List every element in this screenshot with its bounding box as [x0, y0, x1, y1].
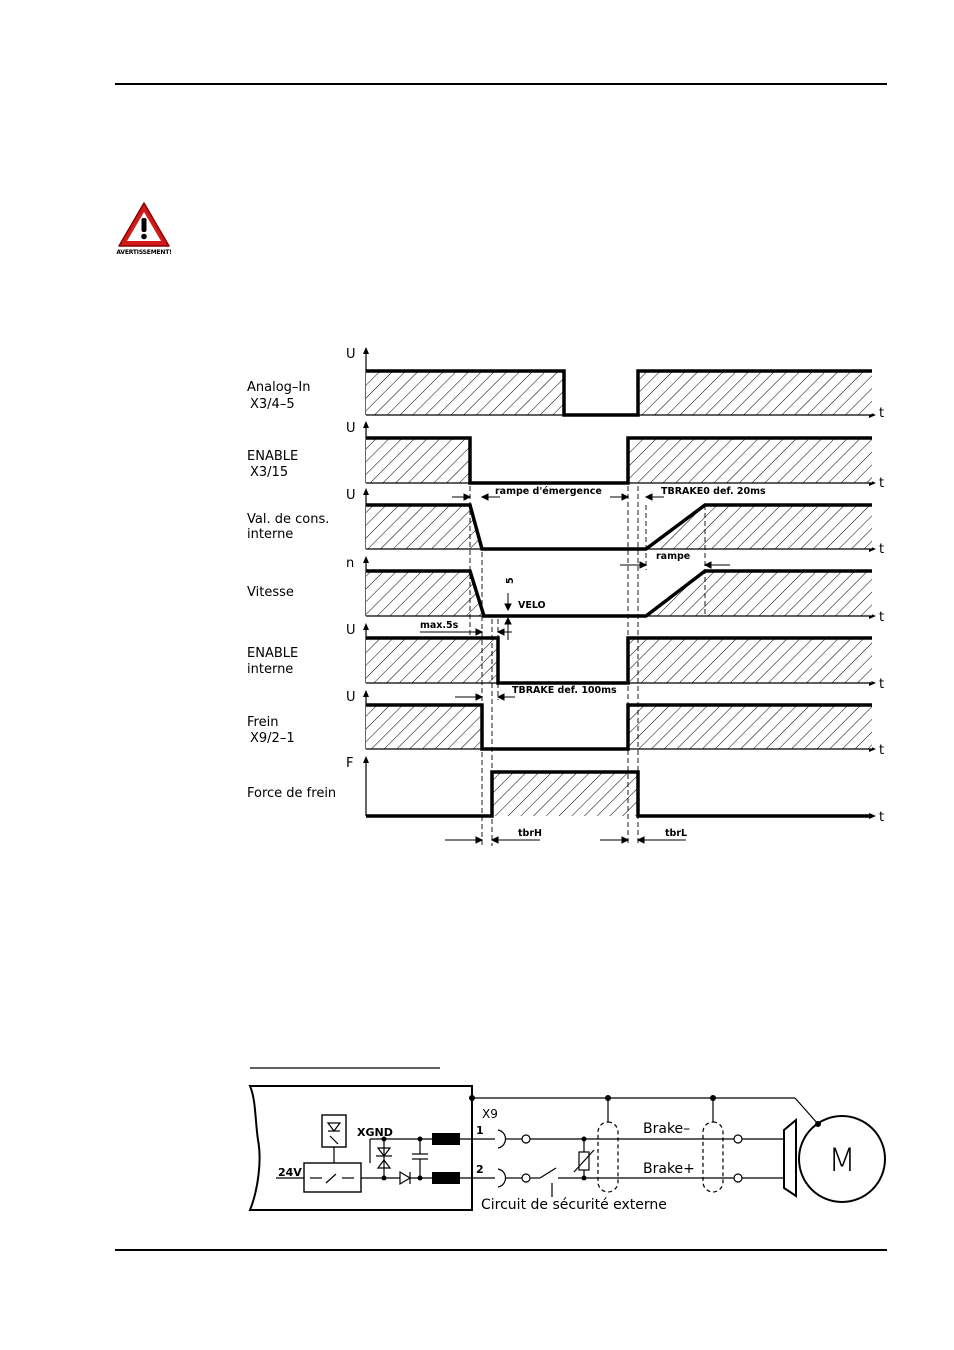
axis-letter: U: [346, 690, 356, 705]
signal-label-enable-internal: ENABLE: [247, 646, 298, 661]
warning-label: AVERTISSEMENT!: [116, 249, 172, 256]
annotation-five: 5: [505, 577, 516, 584]
signal-label-brake: Frein: [247, 715, 278, 730]
signal-label-analog-in-pin: X3/4–5: [250, 397, 295, 412]
footer-rule: [115, 1249, 887, 1251]
pin-1-label: 1: [476, 1124, 484, 1137]
signal-label-enable-pin: X3/15: [250, 465, 288, 480]
time-label: t: [879, 677, 884, 692]
axis-letter: n: [346, 556, 354, 571]
annotation-tbrake0: TBRAKE0 def. 20ms: [661, 486, 766, 497]
signal-label-setpoint-sub: interne: [247, 527, 293, 542]
xgnd-label: XGND: [357, 1126, 393, 1139]
ferrite-filter: [432, 1172, 460, 1184]
signal-label-speed: Vitesse: [247, 585, 294, 600]
signal-label-brake-pin: X9/2–1: [250, 731, 295, 746]
timing-diagram: Analog–In X3/4–5 ENABLE X3/15 Val. de co…: [247, 347, 884, 846]
annotation-tbrh: tbrH: [518, 828, 542, 839]
axis-letter: U: [346, 623, 356, 638]
time-label: t: [879, 743, 884, 758]
annotation-max5s: max.5s: [420, 620, 459, 631]
axis-letter: U: [346, 347, 356, 362]
motor-label: M: [828, 1141, 856, 1179]
connector-x9-label: X9: [482, 1107, 498, 1121]
axis-letter: U: [346, 488, 356, 503]
brake-circuit-diagram: XGND 24V X9 1 2 Brake– Brake+ M Circuit …: [248, 1067, 886, 1213]
header-rule: [115, 83, 887, 85]
annotation-ramp: rampe: [656, 551, 690, 562]
annotation-tbrake: TBRAKE def. 100ms: [512, 685, 617, 696]
time-label: t: [879, 542, 884, 557]
time-label: t: [879, 476, 884, 491]
annotation-velo: VELO: [518, 600, 546, 611]
time-label: t: [879, 810, 884, 825]
brake-plus-label: Brake+: [643, 1161, 695, 1177]
warning-icon: [116, 200, 172, 260]
time-label: t: [879, 610, 884, 625]
signal-label-analog-in: Analog–In: [247, 380, 311, 395]
signal-label-enable-internal-sub: interne: [247, 662, 293, 677]
ferrite-filter: [432, 1133, 460, 1145]
pin-2-label: 2: [476, 1163, 484, 1176]
signal-label-setpoint: Val. de cons.: [247, 512, 329, 527]
signal-label-brake-force: Force de frein: [247, 786, 336, 801]
annotation-tbrl: tbrL: [665, 828, 687, 839]
signal-label-enable: ENABLE: [247, 449, 298, 464]
brake-minus-label: Brake–: [643, 1121, 690, 1137]
time-label: t: [879, 406, 884, 421]
axis-letter: U: [346, 421, 356, 436]
external-safety-circuit-label: Circuit de sécurité externe: [481, 1197, 667, 1213]
24v-label: 24V: [278, 1166, 302, 1179]
annotation-emergency-ramp: rampe d'émergence: [495, 486, 602, 497]
axis-letter: F: [346, 756, 353, 771]
